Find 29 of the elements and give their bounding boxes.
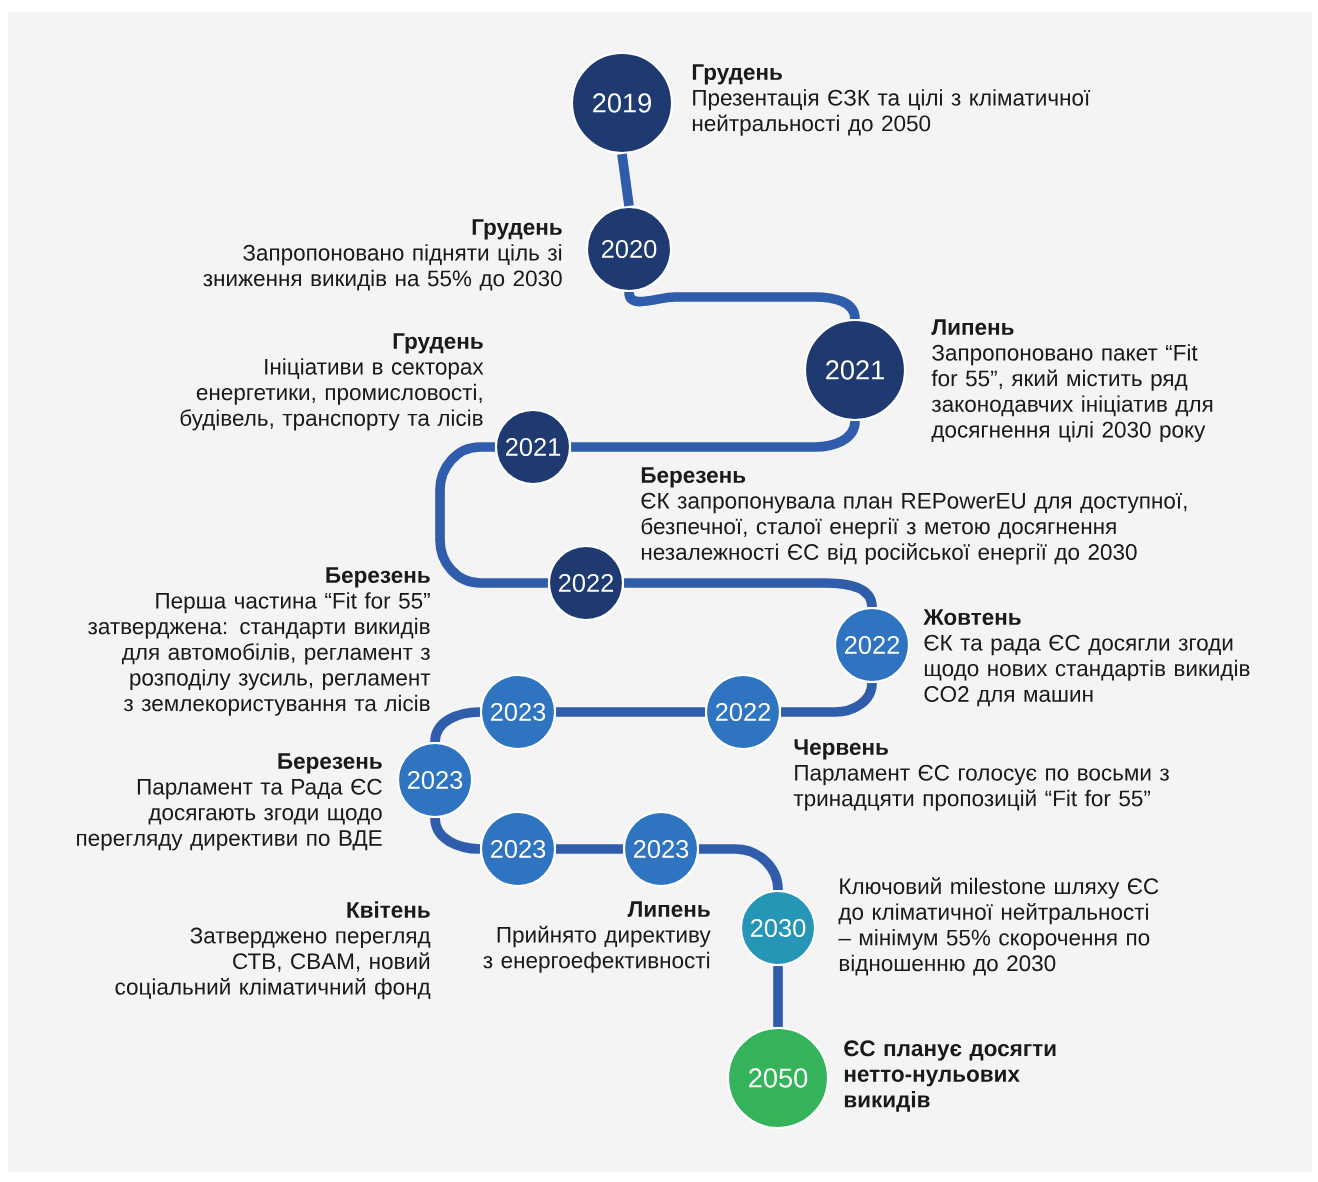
timeline-path <box>773 966 783 1027</box>
event-description: Ініціативи в секторах енергетики, промисловості, будівель, транспорту та лісів <box>180 358 484 431</box>
event-description: Прийнято директиву з енергоефективності <box>483 925 711 973</box>
month-heading: Червень <box>794 739 888 760</box>
timeline-path <box>556 707 705 717</box>
month-heading: Квітень <box>347 901 430 918</box>
event-description: Затверджено перегляд СТВ, CBAM, новий соціальний кліматичний фонд <box>115 927 431 1000</box>
timeline-path <box>556 844 623 854</box>
month-heading: Грудень <box>472 219 562 240</box>
month-heading: Грудень <box>393 333 483 354</box>
event-description: Презентація ЄЗК та цілі з кліматичної нейтральності до 2050 <box>692 89 1091 136</box>
month-heading: Грудень <box>692 64 782 85</box>
event-description: Запропоновано пакет “Fit for 55”, який містить ряд законодавчих ініціатив для досягнення цілі 2030 року <box>931 344 1213 443</box>
event-description: Парламент ЄС голосує по восьми з тринадцяти пропозицій “Fit for 55” <box>793 764 1169 811</box>
month-heading: Березень <box>326 567 430 588</box>
month-heading: Березень <box>278 753 382 774</box>
event-description: Парламент та Рада ЄС досягають згоди щодо перегляду директиви по ВДЕ <box>77 778 382 851</box>
timeline-path <box>435 442 548 588</box>
event-description: ЄК та рада ЄС досягли згоди щодо нових стандартів викидів CO2 для машин <box>924 634 1250 707</box>
event-description: Перша частина “Fit for 55” затверджена: стандарти викидів для автомобілів, регламент з розподілу зусиль, регламент з землекористування та лісів <box>88 592 431 716</box>
event-description: ЄК запропонувала план REPowerEU для доступної, безпечної, сталої енергії з метою досягнення незалежності ЄС від російської енергії до 2030 <box>641 492 1187 565</box>
month-heading: Жовтень <box>923 609 1021 626</box>
event-description: Запропоновано підняти ціль зі зниження викидів на 55% до 2030 <box>203 244 562 291</box>
event-description: ЄС планує досягти нетто-нульових викидів <box>844 1040 1056 1112</box>
event-description: Ключовий milestone шляху ЄС до кліматичної нейтральності – мінімум 55% скорочення по відношенню до 2030 <box>838 877 1159 976</box>
month-heading: Липень <box>931 319 1014 336</box>
month-heading: Липень <box>627 901 710 918</box>
timeline-path <box>617 153 634 207</box>
month-heading: Березень <box>641 467 746 488</box>
